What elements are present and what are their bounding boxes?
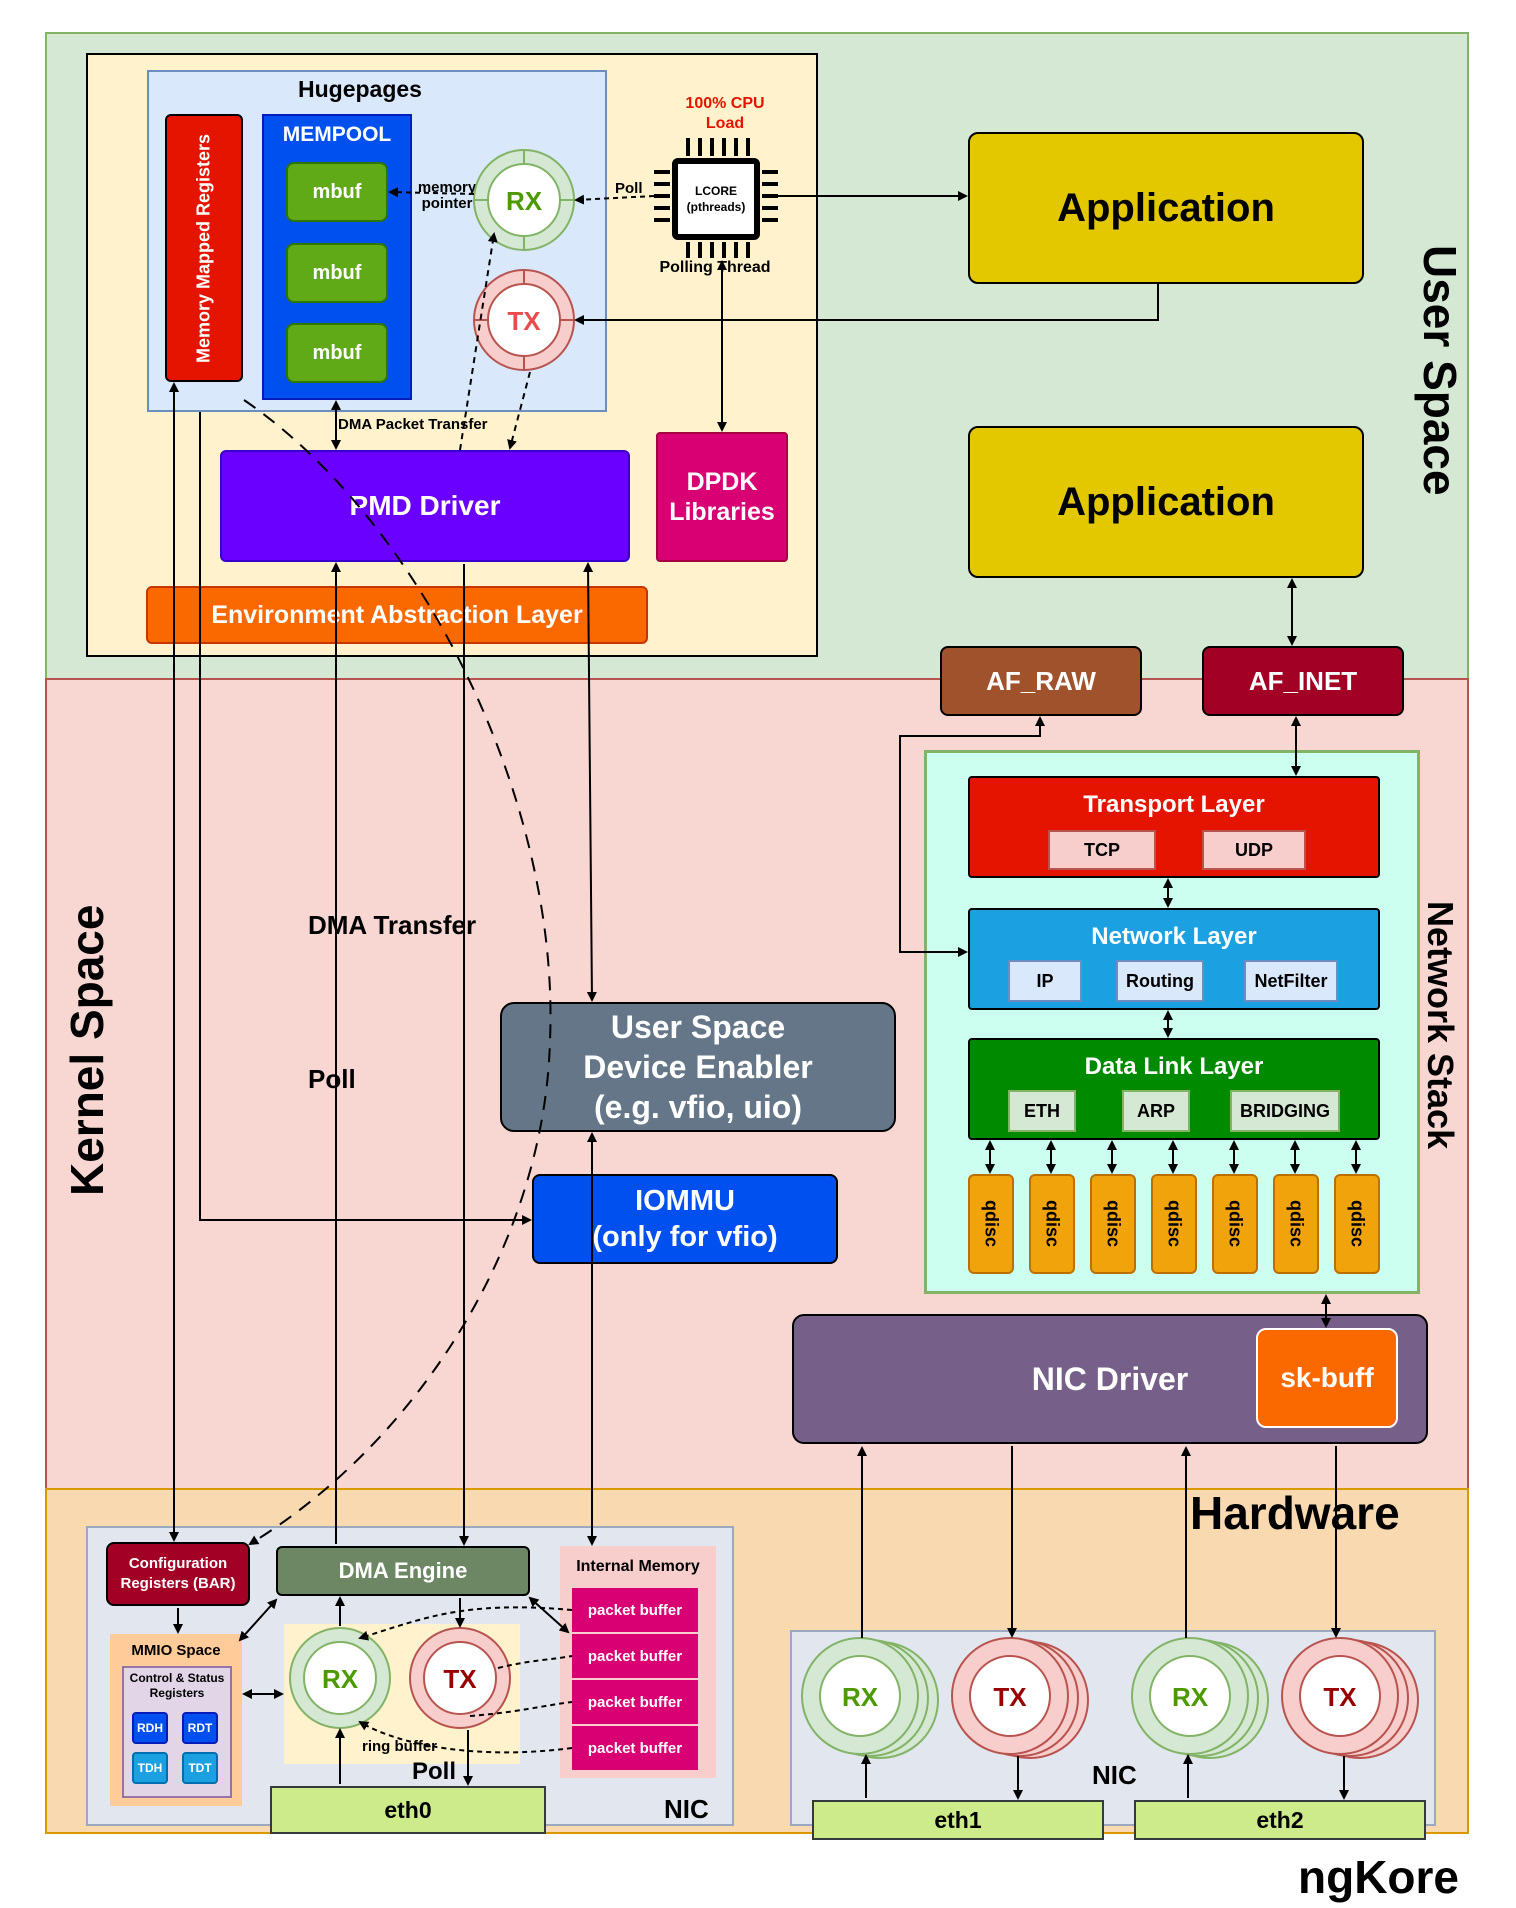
user-space-device-enabler: User Space Device Enabler (e.g. vfio, ui… xyxy=(500,1002,896,1132)
eth1-port: eth1 xyxy=(812,1800,1104,1840)
ip-box: IP xyxy=(1008,960,1082,1002)
tdh-register: TDH xyxy=(132,1752,168,1784)
qdisc-1: qdisc xyxy=(968,1174,1014,1274)
internal-memory-label: Internal Memory xyxy=(576,1558,700,1575)
iommu-line-1: IOMMU xyxy=(635,1185,735,1217)
mbuf-1: mbuf xyxy=(286,162,388,222)
pmd-driver: PMD Driver xyxy=(220,450,630,562)
poll-label-top: Poll xyxy=(615,180,643,197)
qdisc-6: qdisc xyxy=(1273,1174,1319,1274)
af-raw: AF_RAW xyxy=(940,646,1142,716)
qdisc-5: qdisc xyxy=(1212,1174,1258,1274)
rdh-register: RDH xyxy=(132,1712,168,1744)
network-stack-label: Network Stack xyxy=(1420,900,1461,1150)
nic-right-label: NIC xyxy=(1092,1760,1137,1790)
bridging-box: BRIDGING xyxy=(1230,1090,1340,1132)
dma-packet-transfer-label: DMA Packet Transfer xyxy=(338,416,488,433)
qdisc-7: qdisc xyxy=(1334,1174,1380,1274)
user-space-label: User Space xyxy=(1414,244,1466,496)
iommu: IOMMU (only for vfio) xyxy=(532,1174,838,1264)
sk-buff: sk-buff xyxy=(1256,1328,1398,1428)
iommu-line-2: (only for vfio) xyxy=(592,1221,778,1253)
af-inet: AF_INET xyxy=(1202,646,1404,716)
hardware-label: Hardware xyxy=(1190,1487,1400,1539)
qdisc-4: qdisc xyxy=(1151,1174,1197,1274)
arp-box: ARP xyxy=(1122,1090,1190,1132)
qdisc-2: qdisc xyxy=(1029,1174,1075,1274)
eth0-port: eth0 xyxy=(270,1786,546,1834)
transport-layer-title: Transport Layer xyxy=(1083,791,1265,818)
rdt-register: RDT xyxy=(182,1712,218,1744)
dpdk-libraries: DPDK Libraries xyxy=(656,432,788,562)
application-2: Application xyxy=(968,426,1364,578)
environment-abstraction-layer: Environment Abstraction Layer xyxy=(146,586,648,644)
packet-buffer-3: packet buffer xyxy=(572,1680,698,1724)
usde-line-2: Device Enabler xyxy=(583,1049,813,1085)
packet-buffer-4: packet buffer xyxy=(572,1726,698,1770)
tcp-box: TCP xyxy=(1048,830,1156,870)
hugepages-title: Hugepages xyxy=(298,75,422,102)
lcore-chip: LCORE (pthreads) xyxy=(672,158,760,240)
mbuf-2: mbuf xyxy=(286,243,388,303)
memory-mapped-registers xyxy=(165,114,243,382)
packet-buffer-1: packet buffer xyxy=(572,1588,698,1632)
mmr-label: Memory Mapped Registers xyxy=(193,133,214,363)
poll-label-hw: Poll xyxy=(412,1758,457,1785)
qdisc-3: qdisc xyxy=(1090,1174,1136,1274)
configuration-registers: Configuration Registers (BAR) xyxy=(106,1542,250,1606)
dma-transfer-label: DMA Transfer xyxy=(308,910,477,940)
config-line-1: Configuration xyxy=(128,1555,228,1572)
poll-label-kernel: Poll xyxy=(308,1064,356,1094)
dma-engine: DMA Engine xyxy=(276,1546,530,1596)
cpu-load-label: 100% CPU Load xyxy=(685,95,765,132)
usde-line-1: User Space xyxy=(610,1009,786,1045)
usde-line-3: (e.g. vfio, uio) xyxy=(594,1089,802,1125)
network-layer-title: Network Layer xyxy=(1091,923,1257,950)
kernel-space-label: Kernel Space xyxy=(61,904,113,1196)
polling-thread-label: Polling Thread xyxy=(659,259,771,276)
nic-driver-label: NIC Driver xyxy=(1031,1360,1189,1397)
application-1: Application xyxy=(968,132,1364,284)
ngkore-brand: ngKore xyxy=(1298,1851,1459,1903)
mmio-space-label: MMIO Space xyxy=(131,1641,221,1659)
eth-box: ETH xyxy=(1008,1090,1076,1132)
memory-pointer-label: memory pointer xyxy=(417,179,477,212)
nic-left-label: NIC xyxy=(664,1794,709,1824)
packet-buffer-2: packet buffer xyxy=(572,1634,698,1678)
mbuf-3: mbuf xyxy=(286,323,388,383)
csr-label: Control & Status Registers xyxy=(129,1671,225,1700)
nic-right-box xyxy=(790,1630,1436,1826)
routing-box: Routing xyxy=(1116,960,1204,1002)
tdt-register: TDT xyxy=(182,1752,218,1784)
lcore-label: LCORE (pthreads) xyxy=(686,184,746,214)
eth2-port: eth2 xyxy=(1134,1800,1426,1840)
ring-buffer-label: ring buffer xyxy=(362,1738,437,1755)
netfilter-box: NetFilter xyxy=(1244,960,1338,1002)
dpdk-abstraction-label xyxy=(92,140,132,540)
data-link-layer-title: Data Link Layer xyxy=(1084,1053,1264,1080)
dpdk-libraries-label: DPDK Libraries xyxy=(669,468,775,526)
mempool-title: MEMPOOL xyxy=(282,123,392,146)
config-line-2: Registers (BAR) xyxy=(120,1575,236,1592)
udp-box: UDP xyxy=(1202,830,1306,870)
